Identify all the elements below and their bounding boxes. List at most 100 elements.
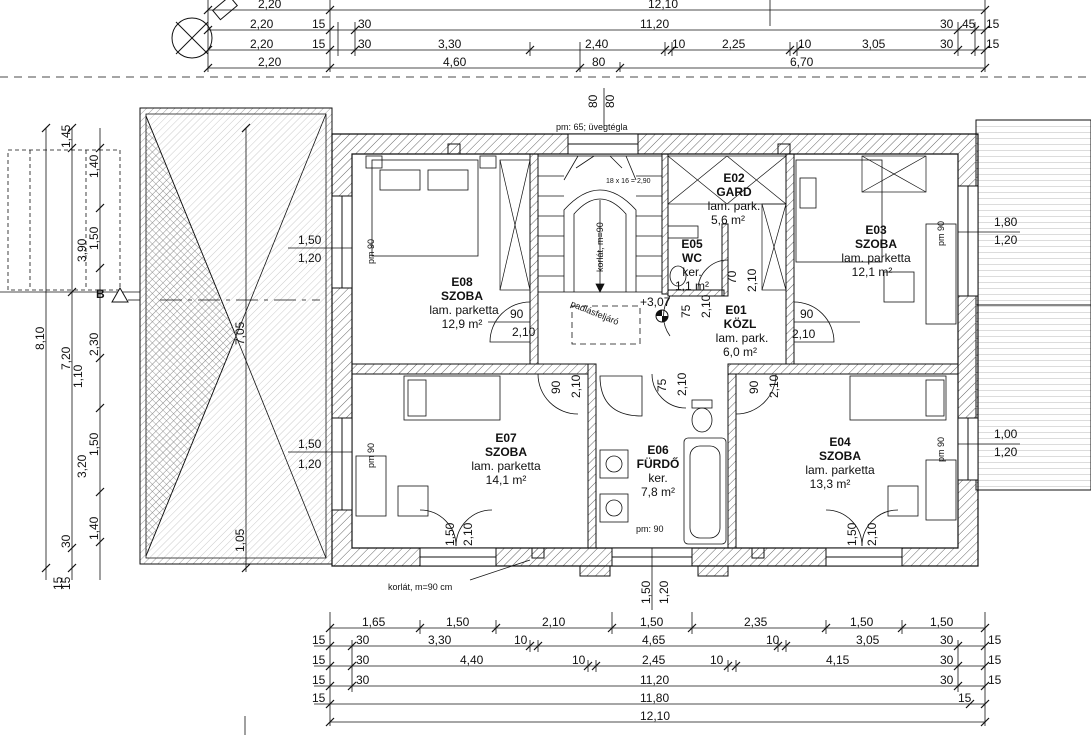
top-dimensions	[207, 0, 986, 72]
door-width: 1,50	[845, 522, 859, 546]
staircase	[537, 155, 663, 293]
dim-text: 15	[958, 691, 972, 705]
room-label-e06: E06 FÜRDŐ ker. 7,8 m²	[637, 443, 680, 499]
level-label: +3,07	[640, 295, 671, 309]
room-label-e02: E02 GARD lam. park. 5,6 m²	[708, 171, 761, 227]
level-marker: +3,07	[640, 295, 671, 323]
room-floor: lam. parketta	[841, 251, 911, 265]
dim-text: 3,90	[75, 238, 89, 262]
section-marker: B	[96, 286, 140, 303]
window-width: 1,00	[994, 427, 1018, 441]
room-area: 12,1 m²	[852, 265, 893, 279]
doors	[419, 259, 899, 547]
pm-note: pm 90	[366, 443, 376, 468]
dim-text: 80	[586, 94, 600, 108]
dim-text: 3,30	[428, 633, 452, 647]
dim-text: 10	[766, 633, 780, 647]
room-id: E08	[451, 275, 473, 289]
dim-text: 3,05	[862, 37, 886, 51]
window-width: 1,50	[298, 233, 322, 247]
room-area: 1,1 m²	[675, 279, 709, 293]
dim-text: 15	[988, 633, 1002, 647]
dim-text: 1,45	[59, 124, 73, 148]
dim-text: 15	[988, 653, 1002, 667]
dim-text: 11,20	[640, 673, 669, 687]
window-height: 1,20	[994, 233, 1018, 247]
bottom-dimension-ticks	[325, 623, 990, 727]
door-width: 90	[800, 307, 814, 321]
door-height: 2,10	[865, 522, 879, 546]
door-labels: 90 2,10 90 2,10 75 2,10 70 2,10 75 2,10 …	[443, 268, 879, 546]
window-width: 1,50	[639, 580, 653, 604]
dim-text: 15	[986, 37, 1000, 51]
north-arrow-icon	[171, 0, 238, 59]
dim-text: 30	[940, 17, 954, 31]
dim-text: 7,05	[233, 321, 247, 345]
room-area: 5,6 m²	[711, 213, 745, 227]
dim-text: 15	[59, 576, 73, 590]
dim-text: 10	[710, 653, 724, 667]
left-dimension-ticks	[41, 123, 105, 573]
window-width: 1,80	[994, 215, 1018, 229]
notes: pm: 65; üvegtégla korlát, m=90 cm pm: 90…	[366, 122, 946, 592]
dim-text: 30	[940, 37, 954, 51]
dim-text: 12,10	[640, 709, 670, 723]
windows	[331, 133, 979, 567]
dim-text: 1,50	[87, 226, 101, 250]
door-width: 1,50	[443, 522, 457, 546]
room-id: E01	[725, 303, 747, 317]
section-label: B	[96, 287, 105, 301]
dim-text: 15	[312, 17, 326, 31]
bathroom-fixtures	[599, 225, 727, 545]
room-label-e07: E07 SZOBA lam. parketta 14,1 m²	[471, 431, 541, 487]
door-width: 75	[679, 304, 693, 318]
dim-text: 8,10	[33, 326, 47, 350]
dim-text: 4,40	[460, 653, 484, 667]
dim-text: 1,50	[850, 615, 874, 629]
dim-text: 10	[514, 633, 528, 647]
room-name: GARD	[716, 185, 752, 199]
window-height: 1,20	[994, 445, 1018, 459]
dim-text: 1,10	[71, 364, 85, 388]
room-floor: lam. parketta	[805, 463, 875, 477]
room-floor: lam. parketta	[429, 303, 499, 317]
dim-text: 1,50	[87, 432, 101, 456]
room-id: E03	[865, 223, 887, 237]
pm-note: pm 90	[366, 239, 376, 264]
exterior-walls	[331, 133, 979, 567]
dim-text: 30	[358, 37, 372, 51]
dim-text: 10	[798, 37, 812, 51]
dim-text: 30	[59, 534, 73, 548]
dim-text: 1,05	[233, 528, 247, 552]
room-label-e01: E01 KÖZL lam. park. 6,0 m²	[716, 303, 769, 359]
dim-text: 15	[988, 673, 1002, 687]
railing-label: korlát, m=90	[595, 222, 605, 272]
left-dimensions	[0, 128, 140, 580]
pm-note: pm: 90	[636, 524, 664, 534]
pm-note: pm 90	[936, 221, 946, 246]
dim-text: 80	[592, 55, 606, 69]
dim-text: 1,40	[87, 516, 101, 540]
bottom-dimensions	[244, 612, 986, 735]
dim-text: 2,20	[250, 17, 274, 31]
attic-hatch-label: padlásfeljáró	[569, 299, 620, 327]
door-height: 2,10	[699, 294, 713, 318]
bottom-dimension-text: 1,65 1,50 2,10 1,50 2,35 1,50 1,50 15 30…	[312, 615, 1002, 723]
door-height: 2,10	[767, 374, 781, 398]
door-height: 2,10	[461, 522, 475, 546]
dim-text: 30	[940, 633, 954, 647]
dim-text: 3,05	[856, 633, 880, 647]
room-label-e08: E08 SZOBA lam. parketta 12,9 m²	[429, 275, 499, 331]
stair-formula: 18 x 16 = 2,90	[606, 178, 651, 185]
dim-text: 4,60	[443, 55, 467, 69]
window-height: 1,20	[298, 251, 322, 265]
dim-text: 6,70	[790, 55, 814, 69]
door-height: 2,10	[512, 325, 536, 339]
chimneys	[447, 143, 791, 577]
dim-text: 15	[312, 673, 326, 687]
dim-text: 3,30	[438, 37, 462, 51]
window-height: 1,20	[298, 457, 322, 471]
door-width: 70	[725, 270, 739, 284]
door-height: 2,10	[569, 374, 583, 398]
